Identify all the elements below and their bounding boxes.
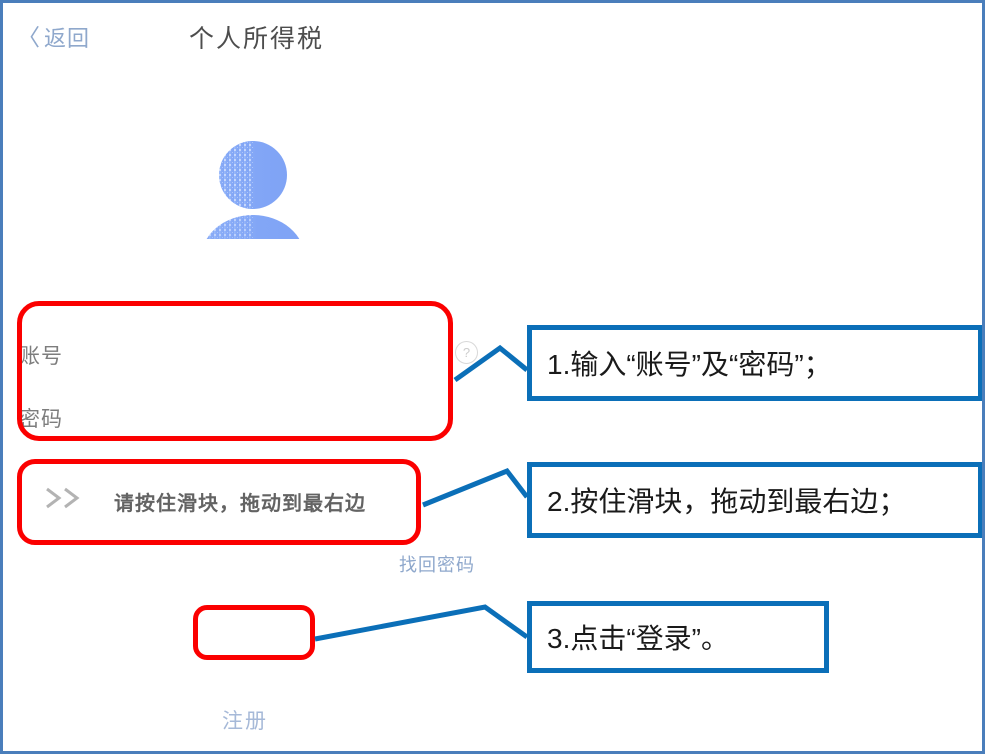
callout-step-3: 3.点击“登录”。 — [527, 601, 829, 673]
chevron-double-right-icon — [43, 485, 87, 517]
highlight-slider — [17, 459, 421, 545]
highlight-credentials — [17, 301, 453, 441]
back-button[interactable]: 〈 返回 — [17, 21, 90, 53]
callout-step-3-text: 3.点击“登录”。 — [547, 623, 730, 654]
callout-step-1-text: 1.输入“账号”及“密码”； — [547, 349, 832, 380]
slider-hint-text: 请按住滑块，拖动到最右边 — [114, 493, 366, 515]
callout-step-2: 2.按住滑块，拖动到最右边； — [527, 462, 982, 538]
account-input[interactable]: 账号 — [19, 345, 63, 368]
page-title: 个人所得税 — [189, 25, 325, 53]
register-link[interactable]: 注册 — [222, 710, 268, 733]
callout-step-2-text: 2.按住滑块，拖动到最右边； — [547, 486, 907, 517]
app-header: 〈 返回 个人所得税 — [3, 3, 982, 71]
chevron-left-icon: 〈 — [17, 23, 41, 50]
forgot-password-link[interactable]: 找回密码 — [399, 555, 475, 575]
help-question-icon[interactable]: ? — [455, 341, 478, 364]
captcha-slider[interactable]: 请按住滑块，拖动到最右边 — [19, 471, 429, 529]
callout-step-1: 1.输入“账号”及“密码”； — [527, 325, 982, 401]
highlight-login-button — [193, 605, 315, 660]
user-avatar-icon — [199, 139, 307, 303]
back-button-label: 返回 — [44, 26, 91, 51]
